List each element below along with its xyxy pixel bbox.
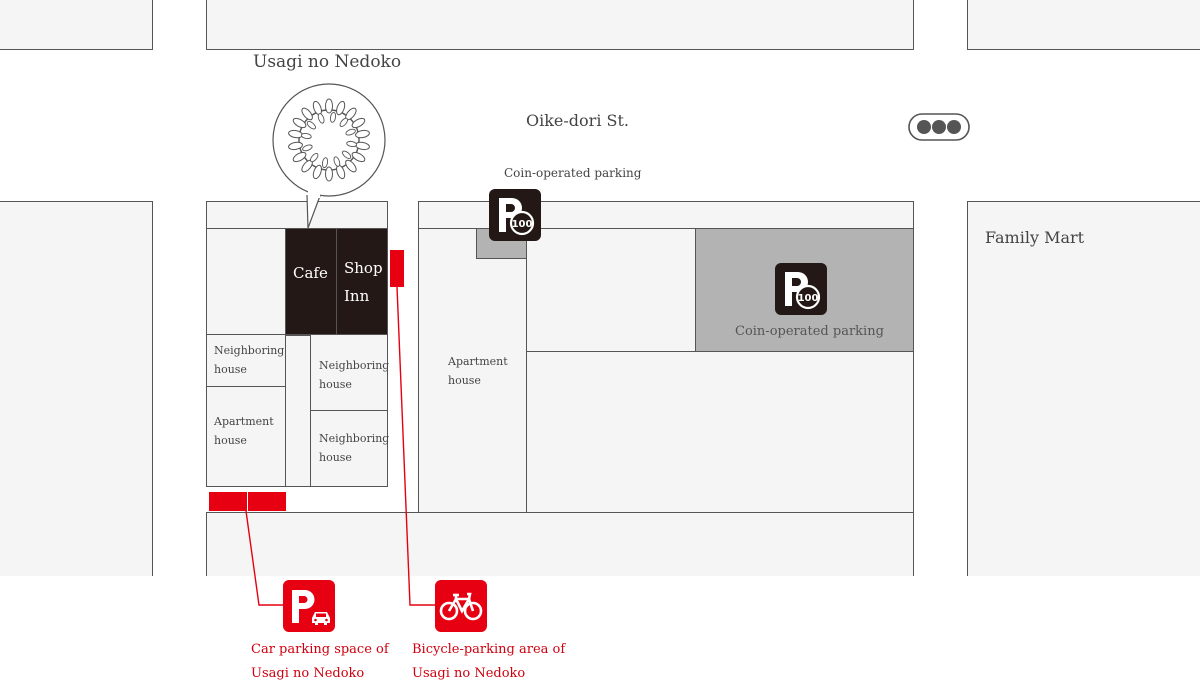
car-parking-marker xyxy=(209,492,247,511)
traffic-light-icon xyxy=(908,113,970,141)
apartment-house-center-label: Apartment house xyxy=(448,355,508,387)
apartment-house-center xyxy=(418,228,527,513)
bicycle-parking-marker xyxy=(390,250,404,287)
apartment-house-left xyxy=(206,386,286,487)
neighbor-house-3-label: Neighboring house xyxy=(319,432,390,464)
neighbor-house-1-label: Neighboring house xyxy=(214,344,285,376)
shop-inn-label-line1: Shop xyxy=(344,259,383,277)
shop-name-label: Usagi no Nedoko xyxy=(253,52,402,72)
block-top-center xyxy=(206,0,914,50)
coin-parking-icon: 100 xyxy=(775,263,827,315)
block-top-left xyxy=(0,0,153,50)
coin-parking-right-label: Coin-operated parking xyxy=(735,324,884,339)
neighbor-house-2-label: Neighboring house xyxy=(319,359,390,391)
bicycle-icon xyxy=(435,580,487,632)
block-left xyxy=(0,201,153,576)
car-parking-icon xyxy=(283,580,335,632)
street-label: Oike-dori St. xyxy=(526,111,630,130)
wreath-logo-icon xyxy=(288,98,370,182)
cafe-building: Cafe xyxy=(285,228,337,335)
bicycle-parking-caption: Bicycle-parking area of Usagi no Nedoko xyxy=(412,642,566,681)
coin-parking-icon-text: 100 xyxy=(798,293,819,304)
shop-logo-bubble xyxy=(272,83,386,229)
block-top-right xyxy=(967,0,1200,50)
block-family-mart xyxy=(967,201,1200,576)
car-parking-marker xyxy=(248,492,286,511)
coin-parking-top-label: Coin-operated parking xyxy=(504,166,642,180)
coin-parking-icon: 100 xyxy=(489,189,541,241)
shop-inn-label-line2: Inn xyxy=(344,287,370,305)
cafe-label: Cafe xyxy=(293,264,328,282)
car-parking-caption: Car parking space of Usagi no Nedoko xyxy=(251,642,389,681)
shop-inn-building: Shop Inn xyxy=(336,228,388,335)
coin-parking-icon-text: 100 xyxy=(512,219,533,230)
apartment-house-left-label: Apartment house xyxy=(214,415,274,447)
neighbor-house-3 xyxy=(310,410,388,487)
family-mart-label: Family Mart xyxy=(985,228,1085,247)
